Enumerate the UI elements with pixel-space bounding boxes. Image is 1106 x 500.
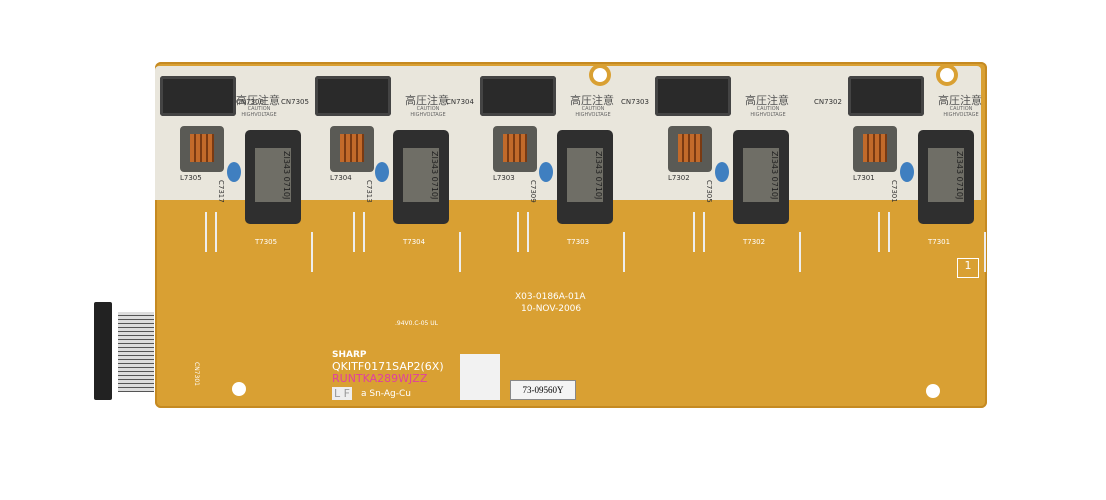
transformer-label: T7303 — [567, 238, 590, 246]
inductor-label: L7304 — [330, 174, 352, 182]
inductor — [493, 126, 537, 172]
ref-number: RUNTKA289WJZZ — [332, 372, 428, 385]
mounting-hole — [926, 384, 940, 398]
board-date: 10-NOV-2006 — [521, 304, 582, 314]
component-lead — [693, 212, 695, 252]
connector — [315, 76, 391, 116]
inductor-label: L7301 — [853, 174, 875, 182]
component-lead — [517, 212, 519, 252]
inductor-label: L7305 — [180, 174, 202, 182]
inductor-label: L7302 — [668, 174, 690, 182]
connector — [160, 76, 236, 116]
capacitor-label: C7301 — [890, 180, 898, 203]
transformer: ZI343 0710J — [918, 130, 974, 224]
core-marking: ZI343 0710J — [403, 148, 439, 202]
transformer-label: T7305 — [255, 238, 278, 246]
rating: .94V0.C-05 UL — [395, 320, 439, 327]
capacitor — [227, 162, 241, 182]
component-lead — [527, 212, 529, 252]
inductor — [668, 126, 712, 172]
mounting-hole — [232, 382, 246, 396]
connector — [480, 76, 556, 116]
component-lead — [311, 232, 313, 272]
inverter-module: CN7304 高圧注意 CAUTION HIGHVOLTAGE L7303 C7… — [446, 62, 650, 272]
capacitor — [539, 162, 553, 182]
connector-pins — [118, 312, 154, 392]
component-lead — [623, 232, 625, 272]
warning-en: CAUTION HIGHVOLTAGE — [575, 106, 611, 118]
capacitor — [900, 162, 914, 182]
transformer: ZI343 0710J — [733, 130, 789, 224]
connector-label: CN7306 — [236, 98, 264, 106]
transformer-label: T7304 — [403, 238, 426, 246]
component-lead — [205, 212, 207, 252]
component-lead — [353, 212, 355, 252]
inductor — [330, 126, 374, 172]
component-lead — [215, 212, 217, 252]
sticker: 73-09560Y — [510, 380, 576, 400]
alloy: a Sn-Ag-Cu — [361, 389, 411, 399]
core-marking: ZI343 0710J — [743, 148, 779, 202]
connector-label: CN7302 — [814, 98, 842, 106]
capacitor-label: C7317 — [217, 180, 225, 203]
transformer: ZI343 0710J — [393, 130, 449, 224]
connector-label: CN7304 — [446, 98, 474, 106]
component-lead — [888, 212, 890, 252]
component-lead — [703, 212, 705, 252]
inverter-module: CN7306 高圧注意 CAUTION HIGHVOLTAGE L7305 C7… — [160, 62, 330, 272]
core-marking: ZI343 0710J — [255, 148, 291, 202]
warning-en: CAUTION HIGHVOLTAGE — [943, 106, 979, 118]
transformer: ZI343 0710J — [557, 130, 613, 224]
inverter-module: CN7302 高圧注意 CAUTION HIGHVOLTAGE L7301 C7… — [814, 62, 1018, 272]
warning-jp: 高圧注意 — [938, 94, 982, 107]
inverter-module: CN7303 高圧注意 CAUTION HIGHVOLTAGE L7302 C7… — [621, 62, 825, 272]
mounting-hole — [940, 68, 954, 82]
component-lead — [363, 212, 365, 252]
connector — [848, 76, 924, 116]
component-lead — [459, 232, 461, 272]
corner-number: 1 — [957, 258, 979, 278]
warning-en: CAUTION HIGHVOLTAGE — [410, 106, 446, 118]
warning-en: CAUTION HIGHVOLTAGE — [241, 106, 277, 118]
component-lead — [984, 232, 986, 272]
capacitor-label: C7309 — [529, 180, 537, 203]
capacitor — [375, 162, 389, 182]
inverter-module: CN7305 高圧注意 CAUTION HIGHVOLTAGE L7304 C7… — [281, 62, 485, 272]
capacitor-label: C7305 — [705, 180, 713, 203]
transformer: ZI343 0710J — [245, 130, 301, 224]
warning-jp: 高圧注意 — [405, 94, 449, 107]
inductor-label: L7303 — [493, 174, 515, 182]
label-pad — [460, 354, 500, 400]
connector-label: CN7305 — [281, 98, 309, 106]
transformer-label: T7301 — [928, 238, 951, 246]
warning-jp: 高圧注意 — [570, 94, 614, 107]
pcb-board: CN7306 高圧注意 CAUTION HIGHVOLTAGE L7305 C7… — [155, 62, 987, 408]
transformer-label: T7302 — [743, 238, 766, 246]
core-marking: ZI343 0710J — [928, 148, 964, 202]
warning-jp: 高圧注意 — [745, 94, 789, 107]
capacitor — [715, 162, 729, 182]
core-marking: ZI343 0710J — [567, 148, 603, 202]
warning-jp: 高圧注意 — [236, 94, 280, 107]
component-lead — [799, 232, 801, 272]
mounting-hole — [593, 68, 607, 82]
connector — [655, 76, 731, 116]
ribbon-connector — [94, 302, 112, 400]
main-connector-label: CN7301 — [193, 362, 200, 386]
connector-label: CN7303 — [621, 98, 649, 106]
inductor — [180, 126, 224, 172]
part-number: QKITF0171SAP2(6X) — [332, 360, 444, 373]
component-lead — [878, 212, 880, 252]
brand: SHARP — [332, 350, 367, 360]
lead-free-mark: L F — [332, 387, 352, 400]
inductor — [853, 126, 897, 172]
warning-en: CAUTION HIGHVOLTAGE — [750, 106, 786, 118]
board-code: X03-0186A-01A — [515, 292, 586, 302]
capacitor-label: C7313 — [365, 180, 373, 203]
